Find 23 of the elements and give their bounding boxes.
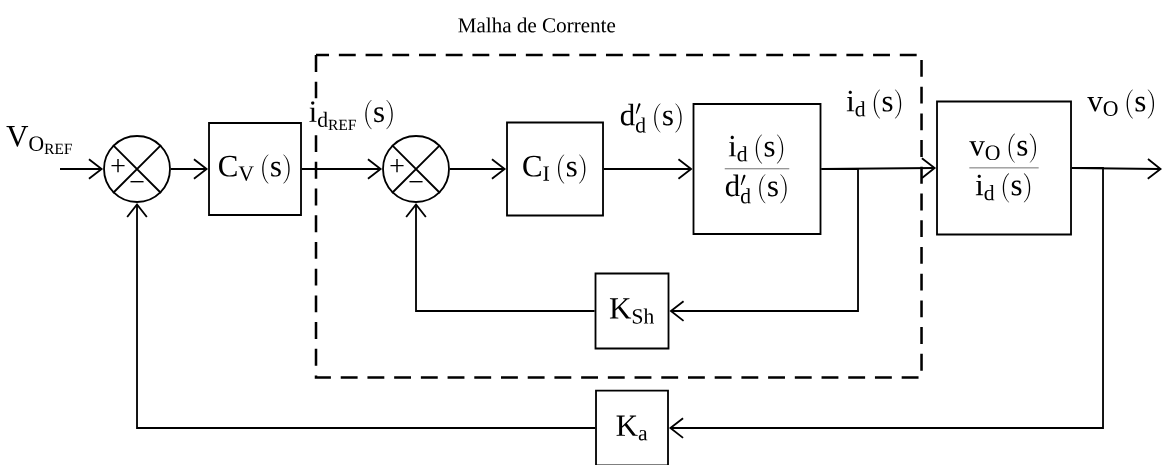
arrow	[126, 202, 596, 429]
summing-junction: + −	[103, 135, 171, 203]
arrow	[669, 168, 859, 322]
signal-label: $\mathrm{i}_{\mathrm{d}}\left(\mathrm{s}\right)$	[844, 88, 906, 120]
arrow	[405, 202, 596, 312]
transfer-block: $\mathrm{C}_{\mathrm{V}}\left(\mathrm{s}\right)$	[208, 122, 302, 216]
transfer-block: $\mathrm{K}_{\mathrm{Sh}}$	[594, 272, 670, 350]
transfer-block: $\frac{\mathrm{i}_{\mathrm{d}}\left(\mathrm{s}\right)}{\mathrm{d}'_{\mathrm{d}}\left(\mathrm{s}\right)}$	[692, 103, 822, 235]
arrow	[59, 158, 104, 180]
arrow	[668, 167, 1104, 439]
arrow	[449, 158, 507, 180]
arrow	[603, 158, 693, 180]
summing-junction: + −	[382, 135, 450, 203]
signal-label: $\mathrm{i}_{\mathrm{d}_{\mathrm{REF}}}\left(\mathrm{s}\right)$	[307, 98, 397, 132]
signal-label: $\mathrm{V}_{\mathrm{O}_{\mathrm{REF}}}$	[4, 124, 76, 156]
arrow	[170, 158, 209, 180]
transfer-block: $\mathrm{K}_{\mathrm{a}}$	[595, 389, 669, 465]
arrow	[301, 158, 383, 180]
signal-label: $\mathrm{v}_{\mathrm{O}}\left(\mathrm{s}\right)$	[1085, 88, 1159, 120]
transfer-block: $\mathrm{C}_{\mathrm{I}}\left(\mathrm{s}\right)$	[506, 121, 604, 217]
transfer-block: $\frac{\mathrm{v}_{\mathrm{O}}\left(\mathrm{s}\right)}{\mathrm{i}_{\mathrm{d}}\left(\mathrm{s}\right)}$	[936, 100, 1072, 236]
signal-label: $\mathrm{d}'_{\mathrm{d}}\left(\mathrm{s}\right)$	[618, 101, 686, 135]
group-title: Malha de Corrente	[458, 17, 616, 33]
